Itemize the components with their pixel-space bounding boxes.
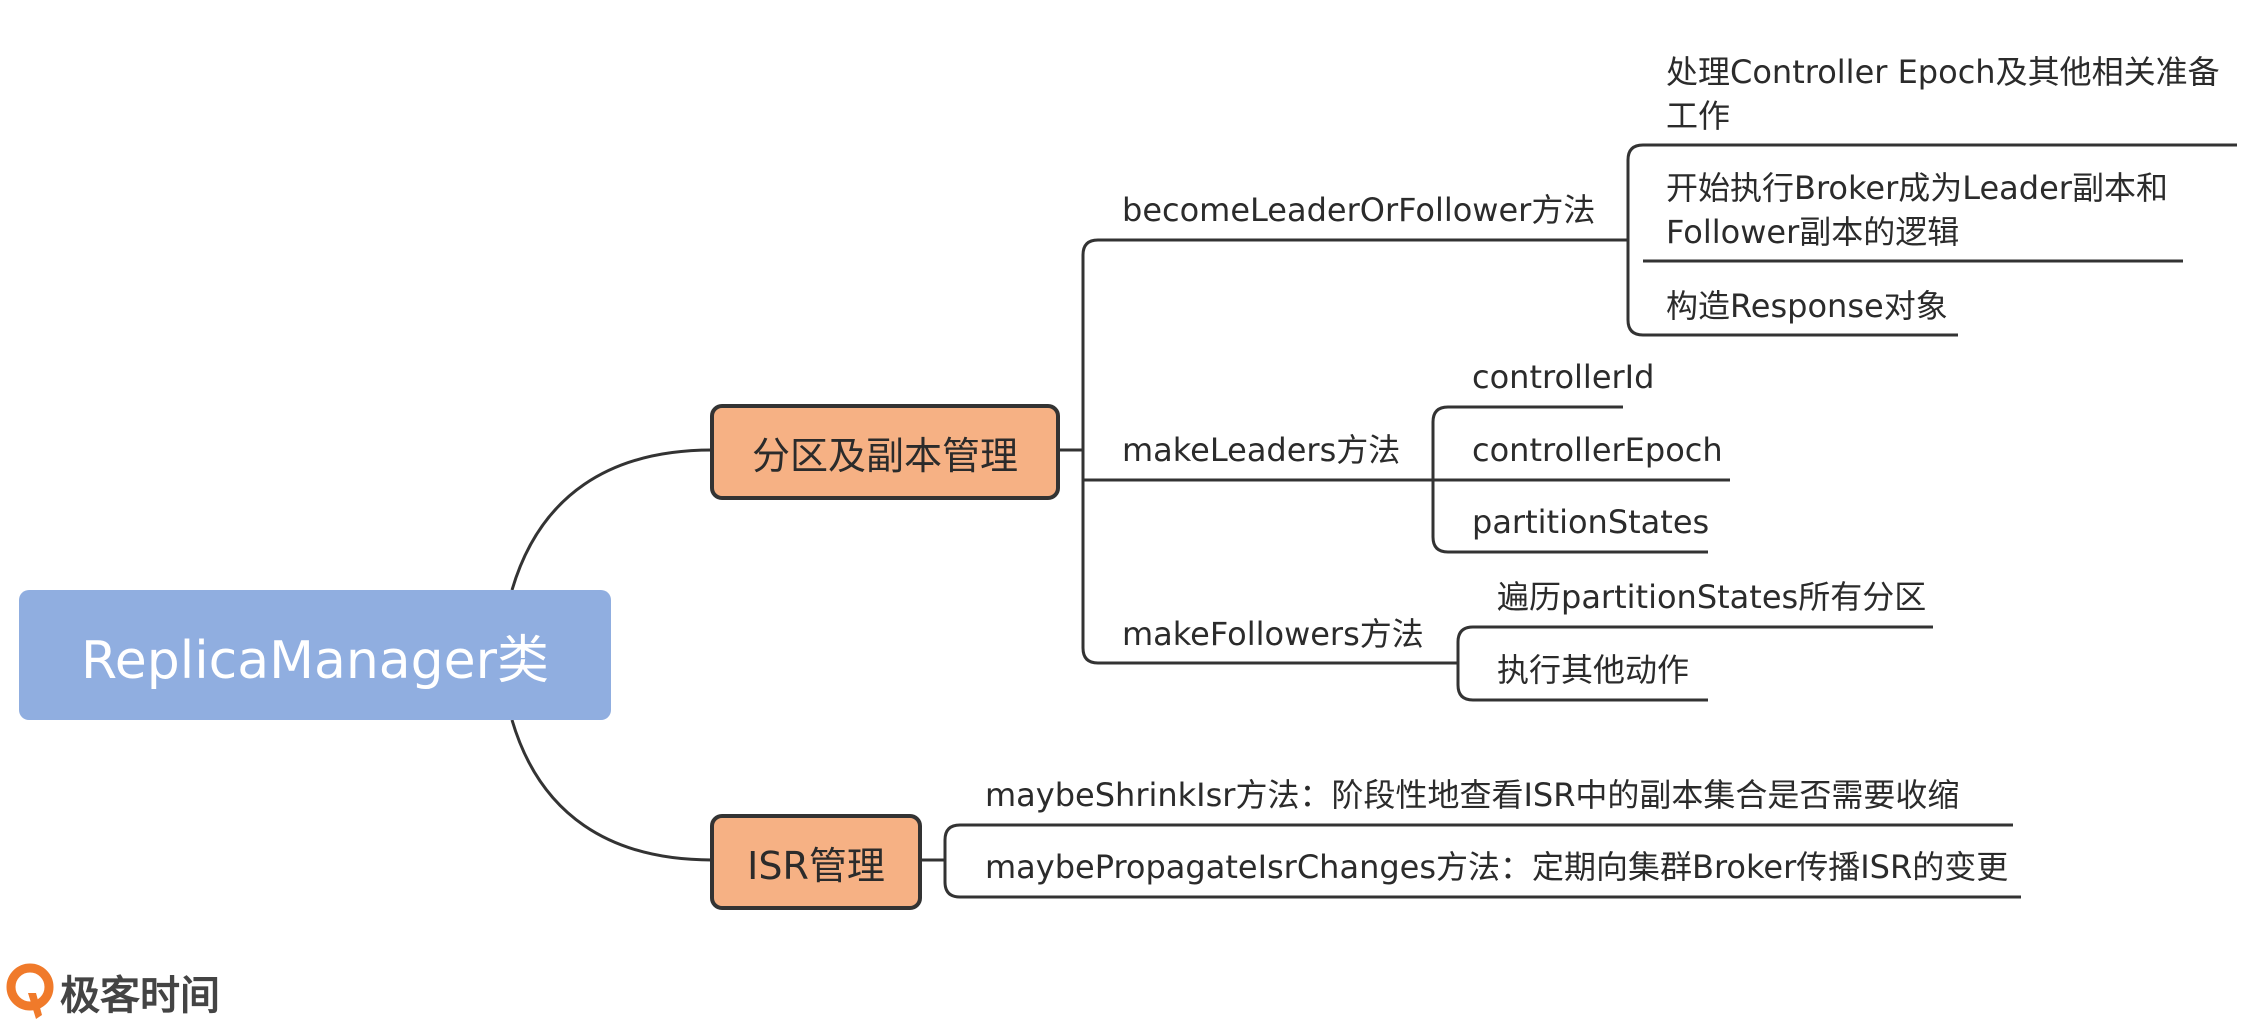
leaf-start-broker-logic: 开始执行Broker成为Leader副本和Follower副本的逻辑 bbox=[1666, 169, 2168, 251]
bracket-partition bbox=[1081, 238, 1099, 665]
leaf-build-response: 构造Response对象 bbox=[1666, 287, 1948, 325]
leaf-controllerId: controllerId bbox=[1472, 358, 1655, 396]
branch-node-isr: ISR管理 bbox=[710, 814, 922, 910]
branch-label-isr: ISR管理 bbox=[747, 843, 885, 888]
node-maybeShrinkIsr: maybeShrinkIsr方法：阶段性地查看ISR中的副本集合是否需要收缩 bbox=[985, 776, 1960, 814]
node-maybePropagateIsrChanges: maybePropagateIsrChanges方法：定期向集群Broker传播… bbox=[985, 848, 2009, 886]
geektime-logo: 极客时间 bbox=[6, 963, 220, 1021]
leaf-traverse-partitions: 遍历partitionStates所有分区 bbox=[1497, 578, 1927, 616]
geektime-logo-icon bbox=[6, 963, 54, 1019]
leaf-controllerEpoch: controllerEpoch bbox=[1472, 431, 1723, 469]
leaf-controller-epoch-prep: 处理Controller Epoch及其他相关准备工作 bbox=[1666, 53, 2220, 135]
node-becomeLeaderOrFollower: becomeLeaderOrFollower方法 bbox=[1122, 191, 1596, 229]
edge-root-partition bbox=[510, 448, 713, 591]
node-makeLeaders: makeLeaders方法 bbox=[1122, 431, 1401, 469]
bracket-makeFollowers bbox=[1456, 625, 1474, 702]
leaf-partitionStates: partitionStates bbox=[1472, 503, 1710, 541]
branch-label-partition: 分区及副本管理 bbox=[751, 433, 1018, 478]
bracket-becomeLeaderOrFollower bbox=[1626, 143, 1644, 337]
root-label: ReplicaManager类 bbox=[80, 630, 550, 691]
leaf-other-actions: 执行其他动作 bbox=[1497, 651, 1690, 689]
branch-node-partition: 分区及副本管理 bbox=[710, 404, 1060, 500]
bracket-isr bbox=[943, 823, 961, 899]
root-node: ReplicaManager类 bbox=[19, 590, 611, 720]
node-makeFollowers: makeFollowers方法 bbox=[1122, 615, 1424, 653]
logo-text: 极客时间 bbox=[60, 973, 220, 1019]
edge-root-isr bbox=[510, 719, 713, 862]
